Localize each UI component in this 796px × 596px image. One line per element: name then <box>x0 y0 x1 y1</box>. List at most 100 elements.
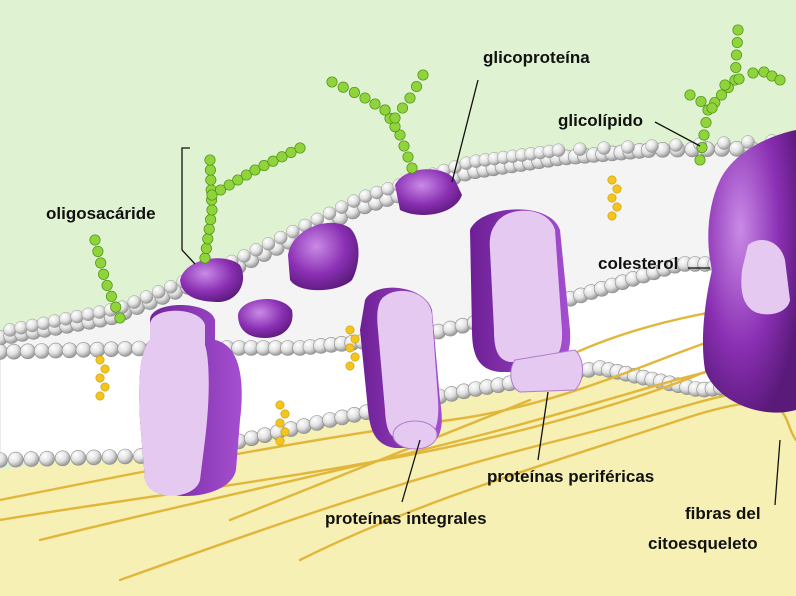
phospholipid-head <box>347 194 361 208</box>
cholesterol-bead <box>275 418 285 428</box>
integral-protein-right <box>470 209 583 393</box>
cholesterol-bead <box>100 364 110 374</box>
sugar-bead <box>337 81 349 93</box>
sugar-bead <box>205 214 217 226</box>
sugar-bead <box>715 89 728 101</box>
sugar-bead <box>698 129 710 141</box>
sugar-bead <box>730 61 742 74</box>
phospholipid-head <box>717 136 731 150</box>
label-peripheral-proteins: proteínas periféricas <box>487 467 655 486</box>
phospholipid-head <box>127 295 141 309</box>
sugar-bead <box>326 76 338 88</box>
sugar-bead <box>232 174 244 186</box>
cytoskeleton-fiber <box>0 318 796 502</box>
cholesterol-bead <box>275 400 285 410</box>
sugar-bead <box>398 140 410 152</box>
cholesterol-bead <box>95 355 105 365</box>
label-glycoprotein: glicoproteína <box>483 48 590 67</box>
phospholipid-head <box>164 280 178 294</box>
cholesterol-bead <box>612 202 622 212</box>
phospholipid-head <box>36 316 51 331</box>
phospholipid-head <box>39 450 55 467</box>
sugar-bead <box>394 129 406 141</box>
phospholipid-head <box>669 138 683 152</box>
globular-protein-1 <box>180 258 244 302</box>
sugar-bead <box>747 67 759 79</box>
label-glycolipid: glicolípido <box>558 111 643 130</box>
sugar-bead <box>203 223 215 235</box>
phospholipid-head <box>597 141 611 155</box>
cholesterol-bead <box>345 343 355 353</box>
leader-lines <box>181 79 781 506</box>
phospholipid-head <box>117 341 133 357</box>
phospholipid-head <box>645 139 659 153</box>
phospholipid-head <box>286 224 300 239</box>
sugar-bead <box>719 79 731 91</box>
sugar-bead <box>696 141 708 154</box>
label-cytoskeleton-line1: fibras del <box>685 504 761 523</box>
sugar-bead <box>700 116 712 129</box>
label-oligosaccharide: oligosacáride <box>46 204 156 223</box>
label-cytoskeleton-line2: citoesqueleto <box>648 534 758 553</box>
sugar-bead <box>396 102 409 114</box>
phospholipid-head <box>47 314 62 328</box>
phospholipid-head <box>551 143 566 157</box>
sugar-bead <box>110 301 122 313</box>
sugar-bead <box>200 242 212 254</box>
cholesterol-bead <box>95 373 105 383</box>
integral-protein-far-right <box>702 130 796 413</box>
sugar-bead <box>730 49 743 61</box>
cytoskeleton-fibers <box>0 298 796 582</box>
cholesterol-molecules <box>95 175 622 446</box>
phospholipid-head <box>14 321 28 335</box>
phospholipid-head <box>75 342 92 358</box>
membrane-top-leaflet <box>0 148 796 358</box>
cholesterol-bead <box>100 382 110 392</box>
cytoskeleton-fiber <box>298 401 796 562</box>
phospholipid-head <box>81 307 96 322</box>
phospholipid-head <box>3 323 17 337</box>
phospholipid-head <box>92 305 107 319</box>
sugar-bead <box>410 80 423 93</box>
phospholipid-head <box>296 418 312 434</box>
cholesterol-bead <box>280 427 290 437</box>
phospholipid-head <box>103 341 120 358</box>
sugar-bead <box>114 312 126 324</box>
sugar-bead <box>92 245 104 257</box>
sugar-bead <box>223 179 235 191</box>
sugar-bead <box>733 73 745 85</box>
globular-protein-2 <box>288 222 359 291</box>
globular-protein-3 <box>238 299 293 338</box>
phospholipid-head <box>741 135 755 149</box>
sugar-bead <box>202 233 214 245</box>
glycoprotein-top <box>395 169 462 215</box>
cytoskeleton-fiber <box>228 398 532 522</box>
sugar-bead <box>258 160 270 172</box>
phospholipid-head <box>6 343 22 360</box>
sugar-bead <box>359 92 371 104</box>
sugar-bead <box>369 98 381 110</box>
sugar-bead <box>267 155 279 167</box>
cholesterol-bead <box>95 391 105 401</box>
sugar-bead <box>404 92 416 104</box>
cholesterol-bead <box>607 175 617 185</box>
cholesterol-bead <box>350 334 360 344</box>
phospholipid-head <box>139 290 154 304</box>
phospholipid-head <box>70 309 84 324</box>
phospholipid-head <box>256 427 273 444</box>
sugar-bead <box>774 74 786 86</box>
phospholipid-head <box>322 206 337 221</box>
cholesterol-bead <box>350 352 360 362</box>
cholesterol-bead <box>607 211 617 221</box>
sugar-bead <box>240 169 252 181</box>
label-integral-proteins: proteínas integrales <box>325 509 487 528</box>
phospholipid-head <box>151 285 166 299</box>
phospholipid-head <box>70 449 87 466</box>
sugar-bead <box>95 257 107 269</box>
phospholipid-head <box>19 343 36 360</box>
phospholipid-head <box>249 243 264 257</box>
cholesterol-bead <box>612 184 622 194</box>
cholesterol-bead <box>345 325 355 335</box>
phospholipid-head <box>59 312 73 326</box>
